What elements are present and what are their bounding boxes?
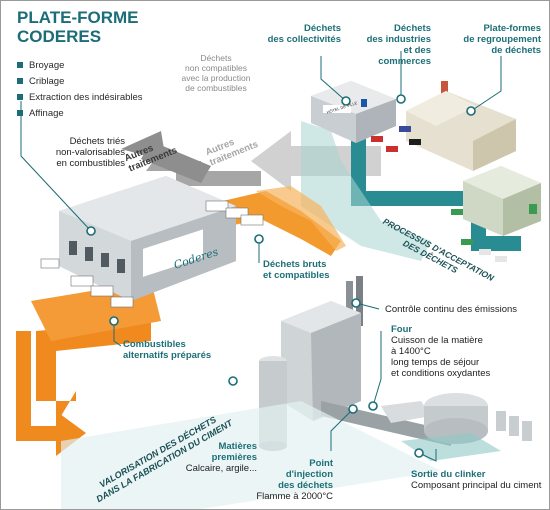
text-line: Sortie du clinker [411, 469, 486, 480]
text-line: Déchets triés [69, 136, 125, 147]
text-line: de déchets [491, 45, 541, 56]
square-bullet-icon [17, 78, 23, 84]
legend-label: Criblage [29, 75, 65, 87]
text-line: des collectivités [267, 34, 341, 45]
text-line: non compatibles [185, 63, 247, 73]
text-line: à 1400°C [391, 346, 431, 357]
text-line: avec la production [181, 73, 251, 83]
legend-item: Affinage [17, 105, 143, 121]
process-legend: Broyage Criblage Extraction des indésira… [17, 57, 143, 121]
text-line: premières [211, 452, 257, 463]
text-line: Matières [218, 441, 257, 452]
text-line: Composant principal du ciment [411, 480, 542, 491]
text-line: Plate-formes [483, 23, 541, 34]
label-dechets-collectivites: Déchets des collectivités [263, 23, 341, 45]
text-line: Déchets bruts [263, 259, 327, 270]
text-line: Déchets [304, 23, 341, 34]
leader-lines [20, 51, 502, 462]
square-bullet-icon [17, 94, 23, 100]
text-line: de regroupement [463, 34, 541, 45]
text-line: Déchets [200, 53, 232, 63]
text-line: Combustibles [123, 339, 186, 350]
title-line-2: CODERES [17, 27, 102, 46]
warehouse-icon [463, 166, 541, 236]
text-line: des industries [366, 34, 431, 45]
text-line: de combustibles [185, 83, 247, 93]
text-line: Contrôle continu des émissions [385, 304, 518, 315]
four-title: Four [391, 324, 413, 335]
page-title: PLATE-FORME CODERES [17, 8, 139, 46]
text-line: Calcaire, argile... [185, 463, 257, 474]
label-dechets-bruts: Déchets bruts et compatibles [263, 259, 353, 281]
label-point-injection: Point d'injection des déchets Flamme à 2… [251, 458, 333, 502]
text-line: des déchets [278, 480, 333, 491]
text-line: et conditions oxydantes [391, 368, 491, 379]
truck-icon [371, 126, 507, 262]
text-line: en combustibles [56, 158, 125, 169]
label-matieres-premieres: Matières premières Calcaire, argile... [181, 441, 257, 474]
legend-label: Broyage [29, 59, 65, 71]
legend-label: Extraction des indésirables [29, 91, 143, 103]
text-line: non-valorisables [55, 147, 125, 158]
label-dechets-non-compatibles: Déchets non compatibles avec la producti… [161, 53, 271, 93]
label-plateformes-regroupement: Plate-formes de regroupement de déchets [451, 23, 541, 56]
truck-icon [40, 200, 264, 308]
legend-item: Broyage [17, 57, 143, 73]
dot-marker [86, 94, 476, 458]
factory-icon [406, 81, 516, 171]
label-sortie-clinker: Sortie du clinker Composant principal du… [411, 469, 547, 491]
text-line: alternatifs préparés [123, 350, 212, 361]
square-bullet-icon [17, 110, 23, 116]
text-line: Flamme à 2000°C [256, 491, 333, 502]
legend-item: Criblage [17, 73, 143, 89]
text-line: Point [309, 458, 333, 469]
title-line-1: PLATE-FORME [17, 8, 139, 27]
text-line: et compatibles [263, 270, 330, 281]
label-combustibles: Combustibles alternatifs préparés [123, 339, 233, 361]
coderes-building [59, 176, 236, 301]
text-line: Déchets [394, 23, 431, 34]
label-dechets-industries: Déchets des industries et des commerces [351, 23, 431, 67]
text-line: long temps de séjour [391, 357, 480, 368]
legend-label: Affinage [29, 107, 64, 119]
label-dechets-tries: Déchets triés non-valorisables en combus… [39, 136, 125, 169]
legend-item: Extraction des indésirables [17, 89, 143, 105]
text-line: et des commerces [378, 45, 431, 67]
text-line: d'injection [285, 469, 333, 480]
text-line: Cuisson de la matière [391, 335, 483, 346]
square-bullet-icon [17, 62, 23, 68]
label-controle: Contrôle continu des émissions [385, 304, 545, 315]
label-four: Four Cuisson de la matière à 1400°C long… [391, 324, 541, 379]
